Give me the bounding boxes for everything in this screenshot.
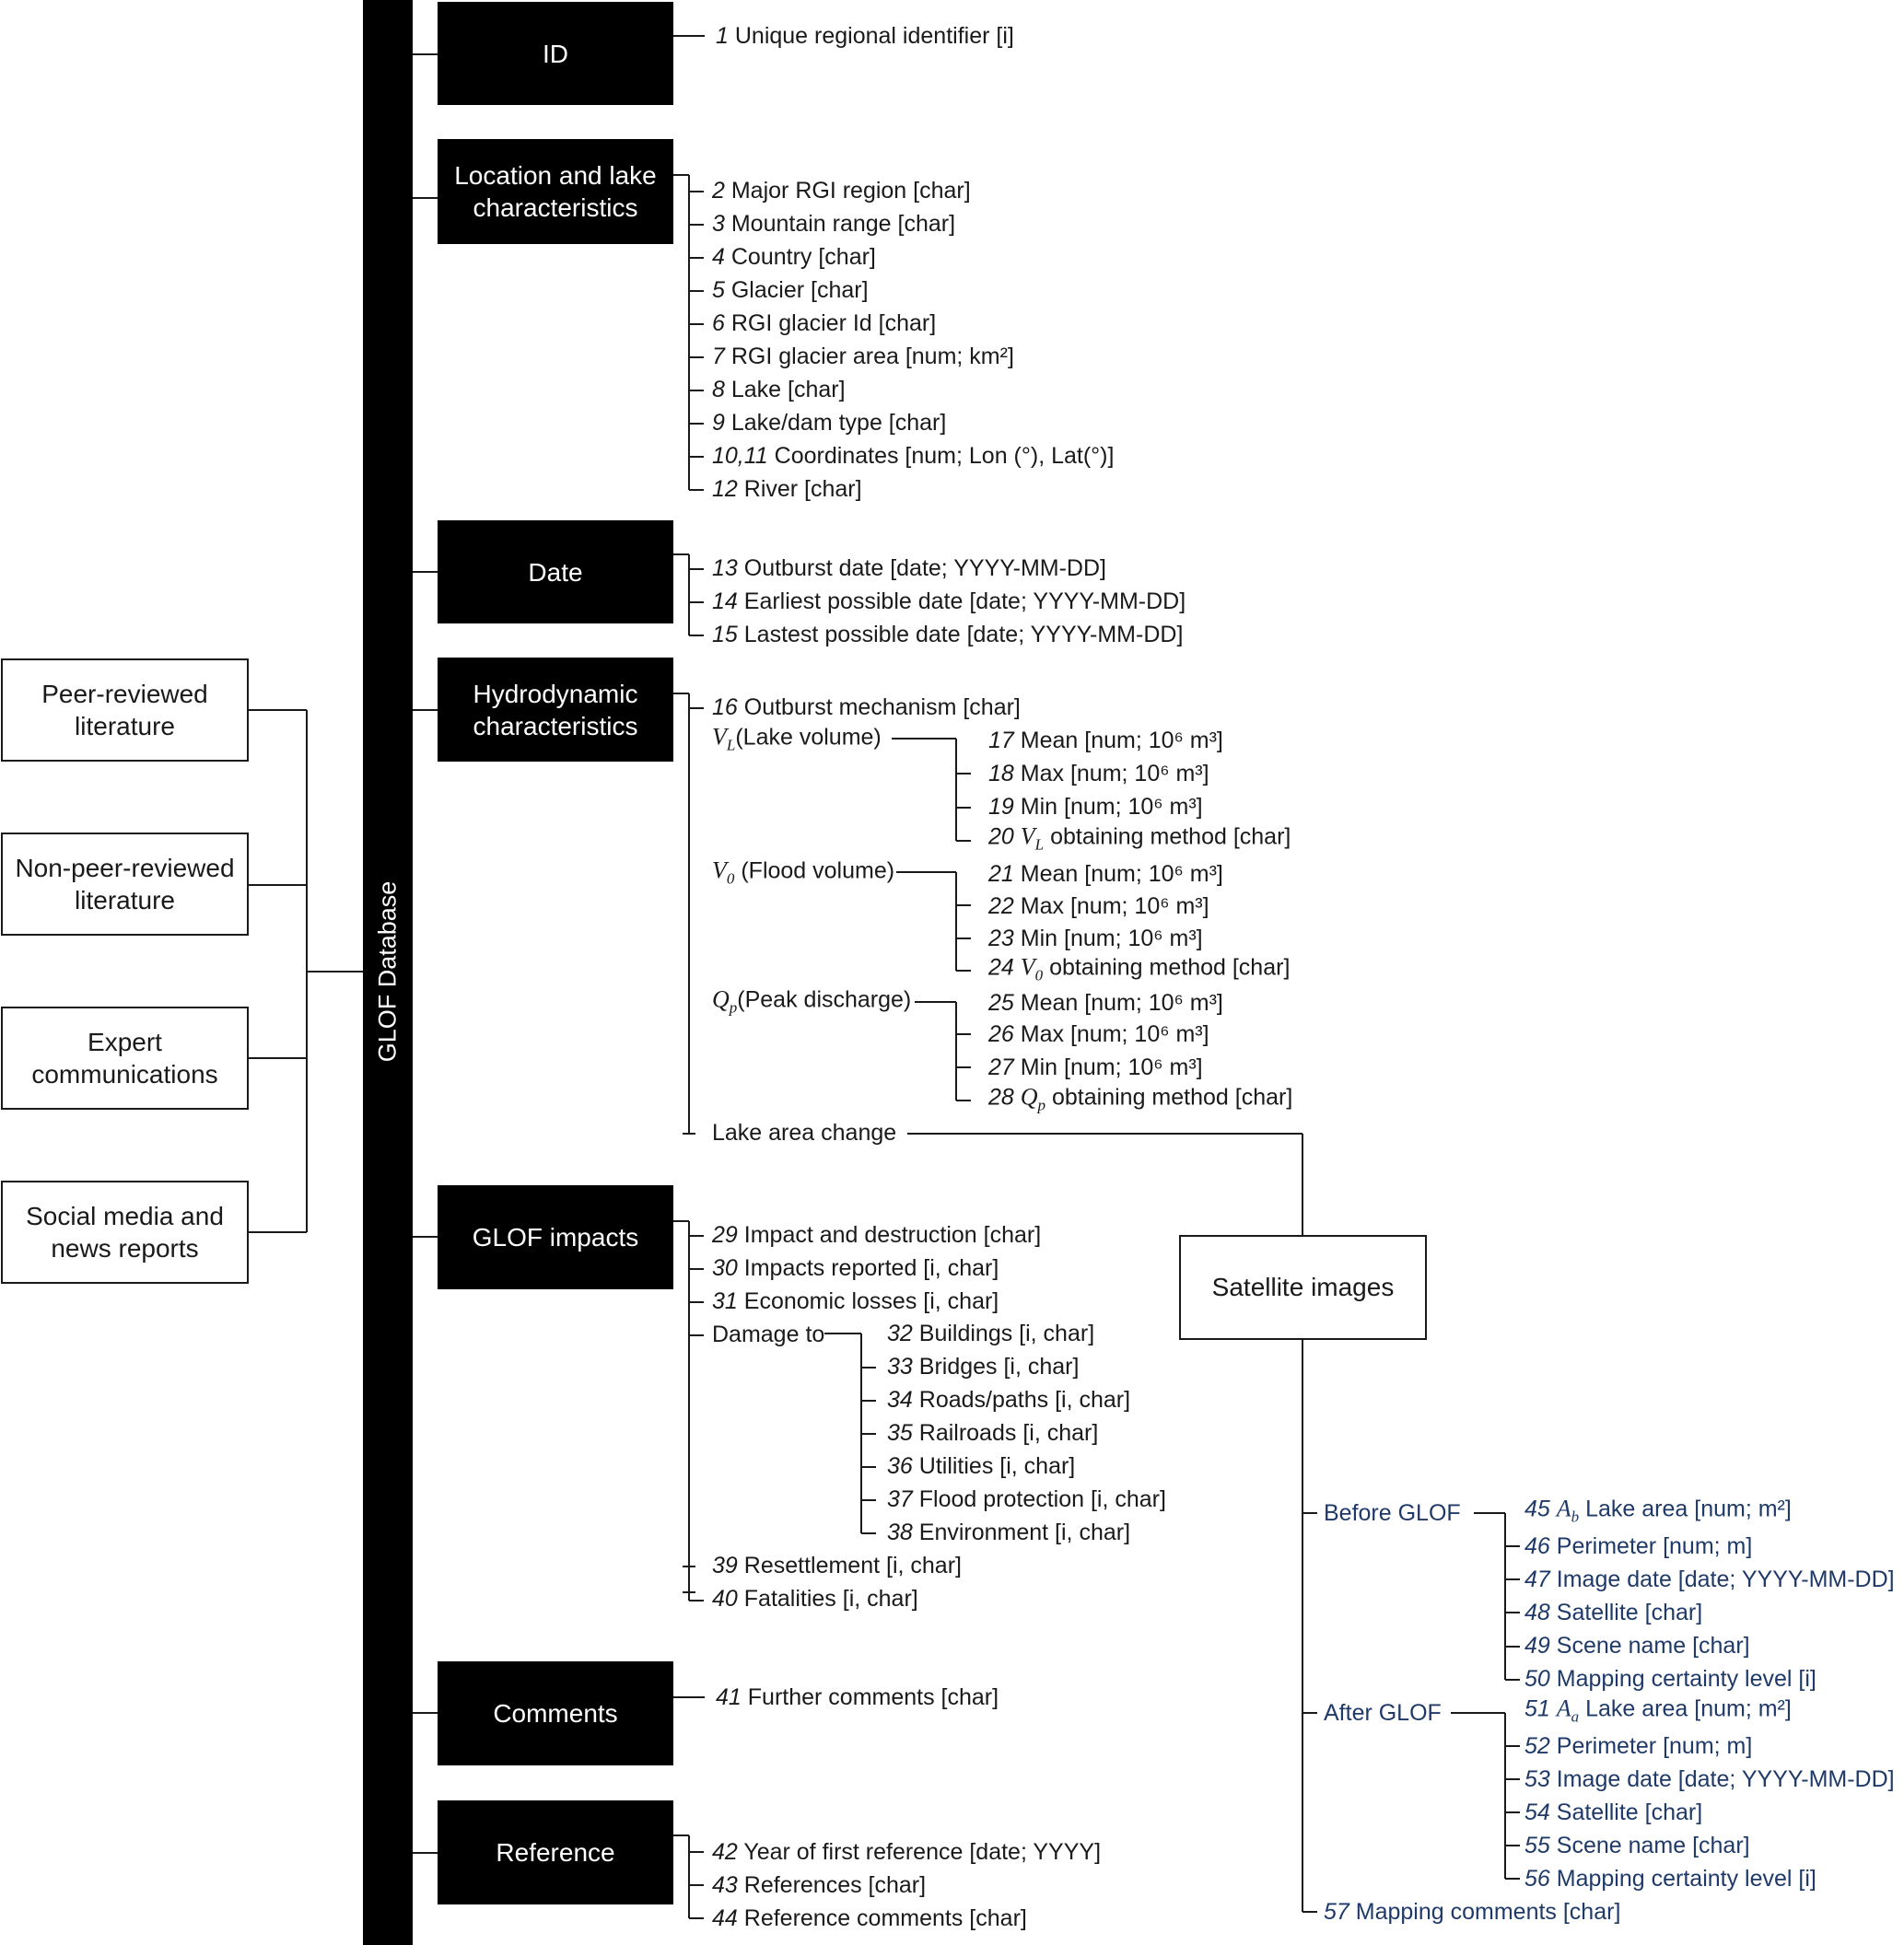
- satellite-images-box: Satellite images: [1179, 1235, 1427, 1340]
- field-1: 1 Unique regional identifier [i]: [716, 23, 1014, 49]
- field-9: 9 Lake/dam type [char]: [712, 410, 947, 436]
- category-comments: Comments: [438, 1661, 673, 1765]
- field-33: 33 Bridges [i, char]: [887, 1354, 1080, 1380]
- field-42: 42 Year of first reference [date; YYYY]: [712, 1839, 1102, 1865]
- before-glof-label: Before GLOF: [1324, 1500, 1461, 1526]
- field-13: 13 Outburst date [date; YYYY-MM-DD]: [712, 555, 1106, 581]
- field-6: 6 RGI glacier Id [char]: [712, 310, 937, 336]
- field-24: 24 V0 obtaining method [char]: [988, 953, 1291, 984]
- category-id: ID: [438, 2, 673, 105]
- field-31: 31 Economic losses [i, char]: [712, 1288, 999, 1314]
- category-reference: Reference: [438, 1800, 673, 1904]
- field-21: 21 Mean [num; 10⁶ m³]: [988, 861, 1223, 887]
- field-49: 49 Scene name [char]: [1524, 1633, 1750, 1659]
- field-45: 45 Ab Lake area [num; m²]: [1524, 1495, 1792, 1526]
- field-26: 26 Max [num; 10⁶ m³]: [988, 1021, 1209, 1047]
- field-18: 18 Max [num; 10⁶ m³]: [988, 761, 1209, 786]
- field-10-11: 10,11 Coordinates [num; Lon (°), Lat(°)]: [712, 443, 1115, 469]
- field-38: 38 Environment [i, char]: [887, 1520, 1131, 1545]
- field-19: 19 Min [num; 10⁶ m³]: [988, 794, 1203, 820]
- field-53: 53 Image date [date; YYYY-MM-DD]: [1524, 1766, 1895, 1792]
- field-56: 56 Mapping certainty level [i]: [1524, 1866, 1816, 1892]
- field-15: 15 Lastest possible date [date; YYYY-MM-…: [712, 622, 1184, 647]
- source-social-media: Social media and news reports: [1, 1181, 249, 1284]
- field-8: 8 Lake [char]: [712, 377, 846, 402]
- field-54: 54 Satellite [char]: [1524, 1799, 1703, 1825]
- glof-database-bar: [363, 0, 413, 1945]
- field-35: 35 Railroads [i, char]: [887, 1420, 1099, 1446]
- field-7: 7 RGI glacier area [num; km²]: [712, 344, 1014, 369]
- field-39: 39 Resettlement [i, char]: [712, 1553, 962, 1578]
- field-17: 17 Mean [num; 10⁶ m³]: [988, 728, 1223, 753]
- field-41: 41 Further comments [char]: [716, 1684, 999, 1710]
- field-50: 50 Mapping certainty level [i]: [1524, 1666, 1816, 1692]
- group-peak-discharge: Qp(Peak discharge): [712, 985, 912, 1017]
- group-flood-volume: V0 (Flood volume): [712, 856, 895, 888]
- field-48: 48 Satellite [char]: [1524, 1600, 1703, 1625]
- source-non-peer-reviewed: Non-peer-reviewed literature: [1, 833, 249, 936]
- glof-database-label: GLOF Database: [373, 880, 402, 1063]
- field-30: 30 Impacts reported [i, char]: [712, 1255, 999, 1281]
- field-12: 12 River [char]: [712, 476, 862, 502]
- field-2: 2 Major RGI region [char]: [712, 178, 971, 204]
- field-4: 4 Country [char]: [712, 244, 876, 270]
- category-hydrodynamic: Hydrodynamic characteristics: [438, 658, 673, 762]
- after-glof-label: After GLOF: [1324, 1700, 1442, 1726]
- category-date: Date: [438, 520, 673, 623]
- field-44: 44 Reference comments [char]: [712, 1905, 1027, 1931]
- field-40: 40 Fatalities [i, char]: [712, 1586, 918, 1612]
- group-lake-volume: VL(Lake volume): [712, 723, 882, 754]
- field-47: 47 Image date [date; YYYY-MM-DD]: [1524, 1566, 1895, 1592]
- field-29: 29 Impact and destruction [char]: [712, 1222, 1042, 1248]
- damage-to-label: Damage to: [712, 1322, 825, 1347]
- category-glof-impacts: GLOF impacts: [438, 1185, 673, 1289]
- source-expert-communications: Expert communications: [1, 1007, 249, 1110]
- field-57: 57 Mapping comments [char]: [1324, 1899, 1621, 1925]
- field-14: 14 Earliest possible date [date; YYYY-MM…: [712, 588, 1186, 614]
- field-28: 28 Qp obtaining method [char]: [988, 1083, 1293, 1114]
- lake-area-change: Lake area change: [712, 1120, 897, 1146]
- category-location: Location and lake characteristics: [438, 139, 673, 244]
- field-16: 16 Outburst mechanism [char]: [712, 694, 1021, 720]
- field-32: 32 Buildings [i, char]: [887, 1321, 1095, 1346]
- field-3: 3 Mountain range [char]: [712, 211, 956, 237]
- field-20: 20 VL obtaining method [char]: [988, 822, 1291, 854]
- field-52: 52 Perimeter [num; m]: [1524, 1733, 1753, 1759]
- field-55: 55 Scene name [char]: [1524, 1833, 1750, 1858]
- field-22: 22 Max [num; 10⁶ m³]: [988, 893, 1209, 919]
- field-25: 25 Mean [num; 10⁶ m³]: [988, 990, 1223, 1016]
- field-23: 23 Min [num; 10⁶ m³]: [988, 926, 1203, 951]
- source-peer-reviewed: Peer-reviewed literature: [1, 658, 249, 762]
- field-27: 27 Min [num; 10⁶ m³]: [988, 1054, 1203, 1080]
- field-36: 36 Utilities [i, char]: [887, 1453, 1076, 1479]
- field-46: 46 Perimeter [num; m]: [1524, 1533, 1753, 1559]
- field-43: 43 References [char]: [712, 1872, 927, 1898]
- field-34: 34 Roads/paths [i, char]: [887, 1387, 1131, 1413]
- field-5: 5 Glacier [char]: [712, 277, 869, 303]
- field-51: 51 Aa Lake area [num; m²]: [1524, 1695, 1792, 1726]
- field-37: 37 Flood protection [i, char]: [887, 1486, 1166, 1512]
